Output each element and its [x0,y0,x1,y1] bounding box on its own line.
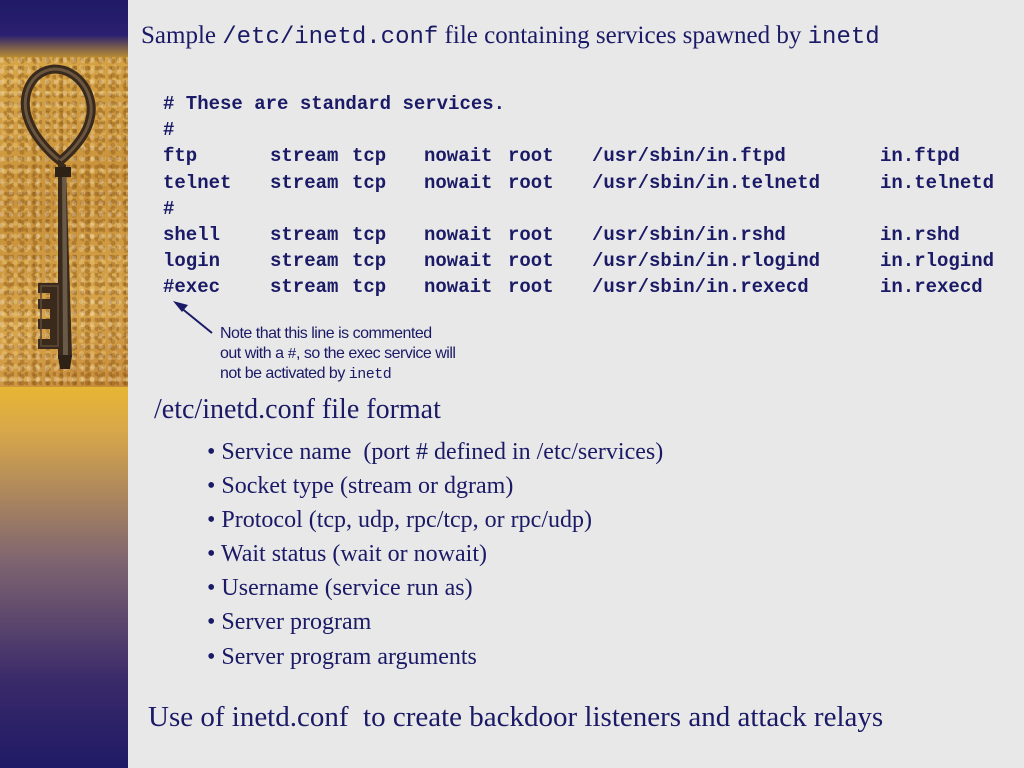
comment-note: Note that this line is commented out wit… [220,324,510,385]
comment-text: # These are standard services. [163,93,506,115]
list-item: • Socket type (stream or dgram) [207,473,514,500]
conf-line: login stream tcp nowait root /usr/sbin/i… [163,248,1004,274]
username: root [508,250,554,273]
title-daemon: inetd [807,24,880,51]
list-item: • Service name (port # defined in /etc/s… [207,439,664,465]
username: root [508,171,554,194]
socket-type: stream [270,223,339,246]
server-arguments: in.rexecd [880,276,983,299]
title-prefix: Sample [141,22,223,49]
server-arguments: in.rlogind [880,250,995,273]
server-program: /usr/sbin/in.rlogind [592,250,821,273]
wait-status: nowait [424,250,493,273]
wait-status: nowait [424,145,493,168]
service-name: #exec [163,276,221,299]
service-name: ftp [163,145,198,168]
socket-type: stream [270,250,339,273]
list-item: • Server program [207,609,372,636]
conf-line: # [163,196,1004,222]
backdoor-statement: Use of inetd.conf to create backdoor lis… [148,701,884,733]
inetd-conf-listing: # These are standard services. # ftp str… [163,91,1004,301]
server-arguments: in.rshd [880,223,960,246]
note-line: not be activated by inetd [220,365,392,383]
server-arguments: in.telnetd [880,171,995,194]
socket-type: stream [270,145,339,168]
title-file: /etc/inetd.conf [222,24,439,51]
protocol: tcp [352,223,387,246]
skeleton-key-icon [20,64,96,369]
conf-line: shell stream tcp nowait root /usr/sbin/i… [163,222,1004,248]
username: root [508,145,554,168]
list-item: • Wait status (wait or nowait) [207,541,487,568]
wait-status: nowait [424,223,493,246]
conf-line: telnet stream tcp nowait root /usr/sbin/… [163,170,1004,196]
wait-status: nowait [424,171,493,194]
service-name: login [163,250,221,273]
comment-text: # [163,197,175,220]
list-item: • Username (service run as) [207,575,473,602]
protocol: tcp [352,250,387,273]
protocol: tcp [352,145,387,168]
server-program: /usr/sbin/in.telnetd [592,171,821,194]
note-line: out with a #, so the exec service will [220,344,456,363]
socket-type: stream [270,171,339,194]
list-item: • Protocol (tcp, udp, rpc/tcp, or rpc/ud… [207,507,592,534]
format-heading: /etc/inetd.conf file format [154,394,441,425]
protocol: tcp [352,276,387,299]
arrow-icon [173,301,213,334]
note-hash: # [287,345,296,363]
skeleton-key-photo [0,57,128,387]
title-middle: file containing services spawned by [444,22,808,49]
wait-status: nowait [424,276,493,299]
username: root [508,276,554,299]
slide-title: Sample /etc/inetd.conf file containing s… [141,22,880,51]
comment-text: # [163,119,175,142]
format-field-list: • Service name (port # defined in /etc/s… [207,435,663,674]
conf-line-commented: #exec stream tcp nowait root /usr/sbin/i… [163,274,1004,300]
conf-line: # [163,117,1004,143]
server-program: /usr/sbin/in.ftpd [592,145,786,168]
server-arguments: in.ftpd [880,145,960,168]
conf-line: # These are standard services. [163,91,1004,117]
socket-type: stream [270,276,339,299]
server-program: /usr/sbin/in.rexecd [592,276,809,299]
protocol: tcp [352,171,387,194]
note-line: Note that this line is commented [220,325,432,342]
note-daemon: inetd [348,366,392,383]
server-program: /usr/sbin/in.rshd [592,223,786,246]
conf-line: ftp stream tcp nowait root /usr/sbin/in.… [163,143,1004,169]
username: root [508,223,554,246]
service-name: telnet [163,171,232,194]
list-item: • Server program arguments [207,643,477,670]
service-name: shell [163,223,221,246]
